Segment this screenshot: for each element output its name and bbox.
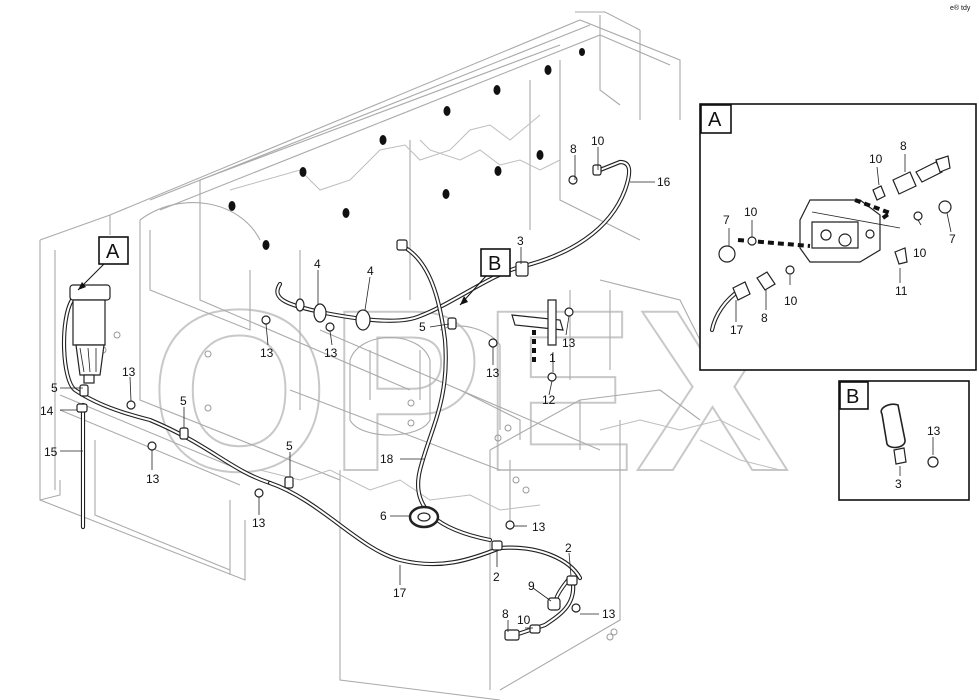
- svg-text:6: 6: [380, 509, 387, 523]
- svg-text:13: 13: [532, 520, 546, 534]
- svg-text:5: 5: [51, 381, 58, 395]
- svg-text:4: 4: [314, 257, 321, 271]
- svg-text:15: 15: [44, 445, 58, 459]
- svg-text:5: 5: [286, 439, 293, 453]
- detail-b-letter: B: [846, 386, 859, 408]
- svg-text:13: 13: [260, 346, 274, 360]
- svg-text:10: 10: [784, 294, 798, 308]
- svg-text:13: 13: [562, 336, 576, 350]
- svg-text:8: 8: [570, 142, 577, 156]
- svg-text:8: 8: [502, 607, 509, 621]
- callout-a-main: A: [77, 236, 129, 291]
- svg-text:A: A: [106, 241, 120, 263]
- svg-text:2: 2: [565, 541, 572, 555]
- parts: [69, 164, 602, 641]
- svg-text:1: 1: [549, 351, 556, 365]
- main-labels: 8 10 16 3 4 4 5 13 13 13 13 1 12 13 5 14…: [40, 134, 671, 627]
- svg-text:11: 11: [895, 284, 908, 298]
- svg-text:5: 5: [419, 320, 426, 334]
- svg-text:9: 9: [528, 579, 535, 593]
- svg-text:10: 10: [517, 613, 531, 627]
- corner-mark: e® tdy: [950, 4, 971, 12]
- svg-text:13: 13: [324, 346, 338, 360]
- svg-text:17: 17: [730, 323, 744, 337]
- detail-b-panel: B 13 3: [838, 380, 970, 501]
- svg-text:13: 13: [252, 516, 266, 530]
- svg-text:8: 8: [761, 311, 768, 325]
- svg-text:10: 10: [913, 246, 927, 260]
- svg-text:4: 4: [367, 264, 374, 278]
- svg-text:12: 12: [542, 393, 556, 407]
- svg-text:14: 14: [40, 404, 54, 418]
- svg-text:13: 13: [146, 472, 160, 486]
- svg-text:16: 16: [657, 175, 671, 189]
- machine-frame: [39, 11, 781, 700]
- svg-text:7: 7: [723, 213, 730, 227]
- svg-text:B: B: [488, 253, 501, 275]
- svg-text:10: 10: [591, 134, 605, 148]
- svg-text:13: 13: [122, 365, 136, 379]
- svg-text:13: 13: [486, 366, 500, 380]
- leader-lines: [60, 147, 655, 632]
- detail-a-letter: A: [708, 109, 722, 131]
- detail-a-panel: A 10 8: [699, 103, 977, 371]
- svg-text:18: 18: [380, 452, 394, 466]
- svg-text:2: 2: [493, 570, 500, 584]
- svg-text:10: 10: [869, 152, 883, 166]
- svg-text:13: 13: [602, 607, 616, 621]
- svg-text:10: 10: [744, 205, 758, 219]
- svg-text:5: 5: [180, 394, 187, 408]
- svg-text:13: 13: [927, 424, 941, 438]
- callout-b-main: B: [459, 248, 511, 306]
- svg-text:8: 8: [900, 139, 907, 153]
- svg-text:3: 3: [895, 477, 902, 491]
- watermark: OPEX: [150, 262, 789, 519]
- svg-text:3: 3: [517, 234, 524, 248]
- svg-text:7: 7: [949, 232, 956, 246]
- svg-text:17: 17: [393, 586, 407, 600]
